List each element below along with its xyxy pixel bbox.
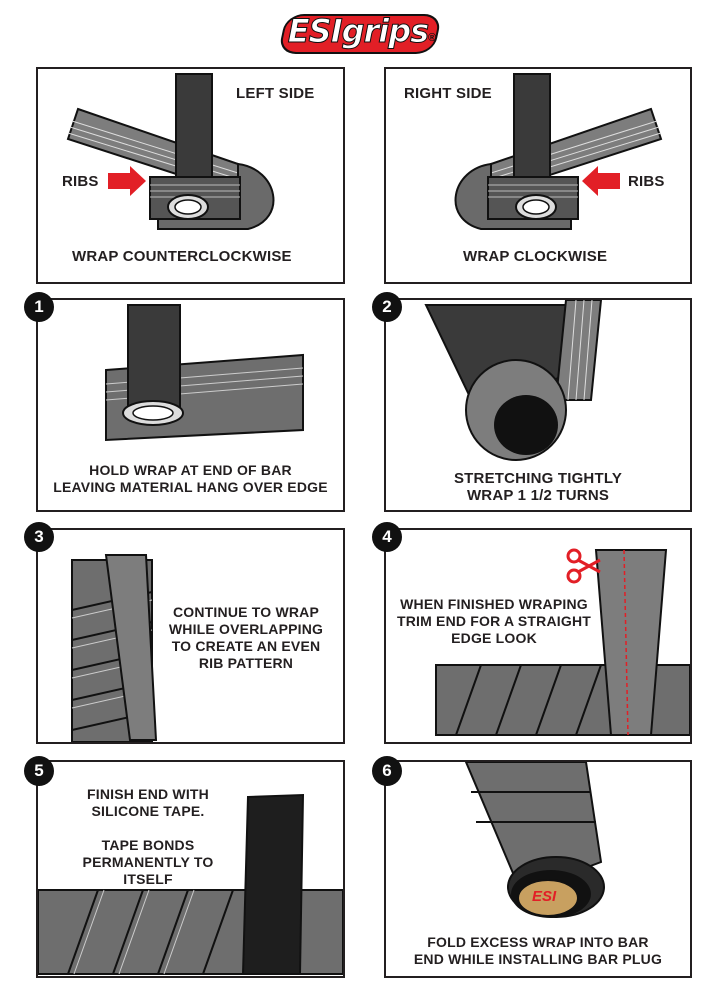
step-3-caption-line: RIB PATTERN [198, 655, 294, 671]
left-side-label: LEFT SIDE [236, 85, 315, 102]
panel-step-4: WHEN FINISHED WRAPING TRIM END FOR A STR… [384, 528, 692, 744]
step-5-caption: FINISH END WITH SILICONE TAPE. TAPE BOND… [58, 786, 238, 888]
right-wrap-caption: WRAP CLOCKWISE [463, 248, 608, 265]
step-1-caption-line: LEAVING MATERIAL HANG OVER EDGE [53, 479, 328, 495]
right-side-label: RIGHT SIDE [404, 85, 492, 102]
step-4-caption: WHEN FINISHED WRAPING TRIM END FOR A STR… [394, 596, 594, 647]
bar-plug-logo-text: ESI [532, 888, 557, 905]
step-3-caption-line: CONTINUE TO WRAP [172, 604, 320, 620]
step-5-caption-line: SILICONE TAPE. [91, 803, 205, 819]
step-2-caption: STRETCHING TIGHTLY WRAP 1 1/2 TURNS [386, 470, 690, 504]
step-6-caption-line: END WHILE INSTALLING BAR PLUG [413, 951, 663, 967]
step-3-caption-line: WHILE OVERLAPPING [168, 621, 324, 637]
step-3-number-badge: 3 [24, 522, 54, 552]
step-4-illustration [435, 549, 690, 736]
panel-right-side: RIGHT SIDE RIBS WRAP CLOCKWISE [384, 67, 692, 284]
scissors-icon [566, 548, 601, 584]
step-1-number-badge: 1 [24, 292, 54, 322]
step-1-illustration [105, 304, 304, 442]
step-4-number-badge: 4 [372, 522, 402, 552]
step-1-caption-line: HOLD WRAP AT END OF BAR [89, 462, 292, 478]
esigrips-logo: ESIgrips ® [277, 8, 443, 54]
step-6-caption-line: FOLD EXCESS WRAP INTO BAR [427, 934, 649, 950]
logo-registered-mark: ® [428, 32, 437, 44]
step-5-caption-line: PERMANENTLY TO ITSELF [82, 854, 214, 887]
left-side-wrap-illustration [66, 73, 275, 230]
step-2-caption-line: WRAP 1 1/2 TURNS [466, 487, 610, 504]
step-3-caption-line: TO CREATE AN EVEN [171, 638, 321, 654]
panel-step-2: STRETCHING TIGHTLY WRAP 1 1/2 TURNS [384, 298, 692, 512]
step-2-number-badge: 2 [372, 292, 402, 322]
step-5-illustration [38, 793, 343, 975]
step-6-illustration [464, 762, 605, 918]
step-2-caption-line: STRETCHING TIGHTLY [453, 470, 623, 487]
step-5-caption-line: FINISH END WITH [87, 786, 209, 802]
step-3-illustration [71, 554, 158, 742]
panel-left-side: LEFT SIDE RIBS WRAP COUNTERCLOCKWISE [36, 67, 345, 284]
panel-step-6: ESI FOLD EXCESS WRAP INTO BAR END WHILE … [384, 760, 692, 978]
step-2-illustration [424, 300, 603, 461]
step-5-caption-line [58, 820, 238, 837]
step-5-number-badge: 5 [24, 756, 54, 786]
step-6-number-badge: 6 [372, 756, 402, 786]
step-3-caption: CONTINUE TO WRAP WHILE OVERLAPPING TO CR… [156, 604, 336, 672]
panel-step-3: CONTINUE TO WRAP WHILE OVERLAPPING TO CR… [36, 528, 345, 744]
right-side-wrap-illustration [454, 73, 663, 230]
right-ribs-label: RIBS [628, 173, 665, 190]
left-wrap-caption: WRAP COUNTERCLOCKWISE [72, 248, 292, 265]
panel-step-1: HOLD WRAP AT END OF BAR LEAVING MATERIAL… [36, 298, 345, 512]
left-ribs-label: RIBS [62, 173, 99, 190]
step-1-caption: HOLD WRAP AT END OF BAR LEAVING MATERIAL… [38, 462, 343, 496]
step-4-caption-line: TRIM END FOR A STRAIGHT [396, 613, 592, 629]
step-4-caption-line: WHEN FINISHED WRAPING [400, 596, 588, 612]
panel-step-5: FINISH END WITH SILICONE TAPE. TAPE BOND… [36, 760, 345, 978]
logo-text: ESIgrips [287, 12, 429, 51]
step-4-caption-line: EDGE LOOK [451, 630, 537, 646]
step-6-caption: FOLD EXCESS WRAP INTO BAR END WHILE INST… [386, 934, 690, 968]
step-5-caption-line: TAPE BONDS [101, 837, 195, 853]
